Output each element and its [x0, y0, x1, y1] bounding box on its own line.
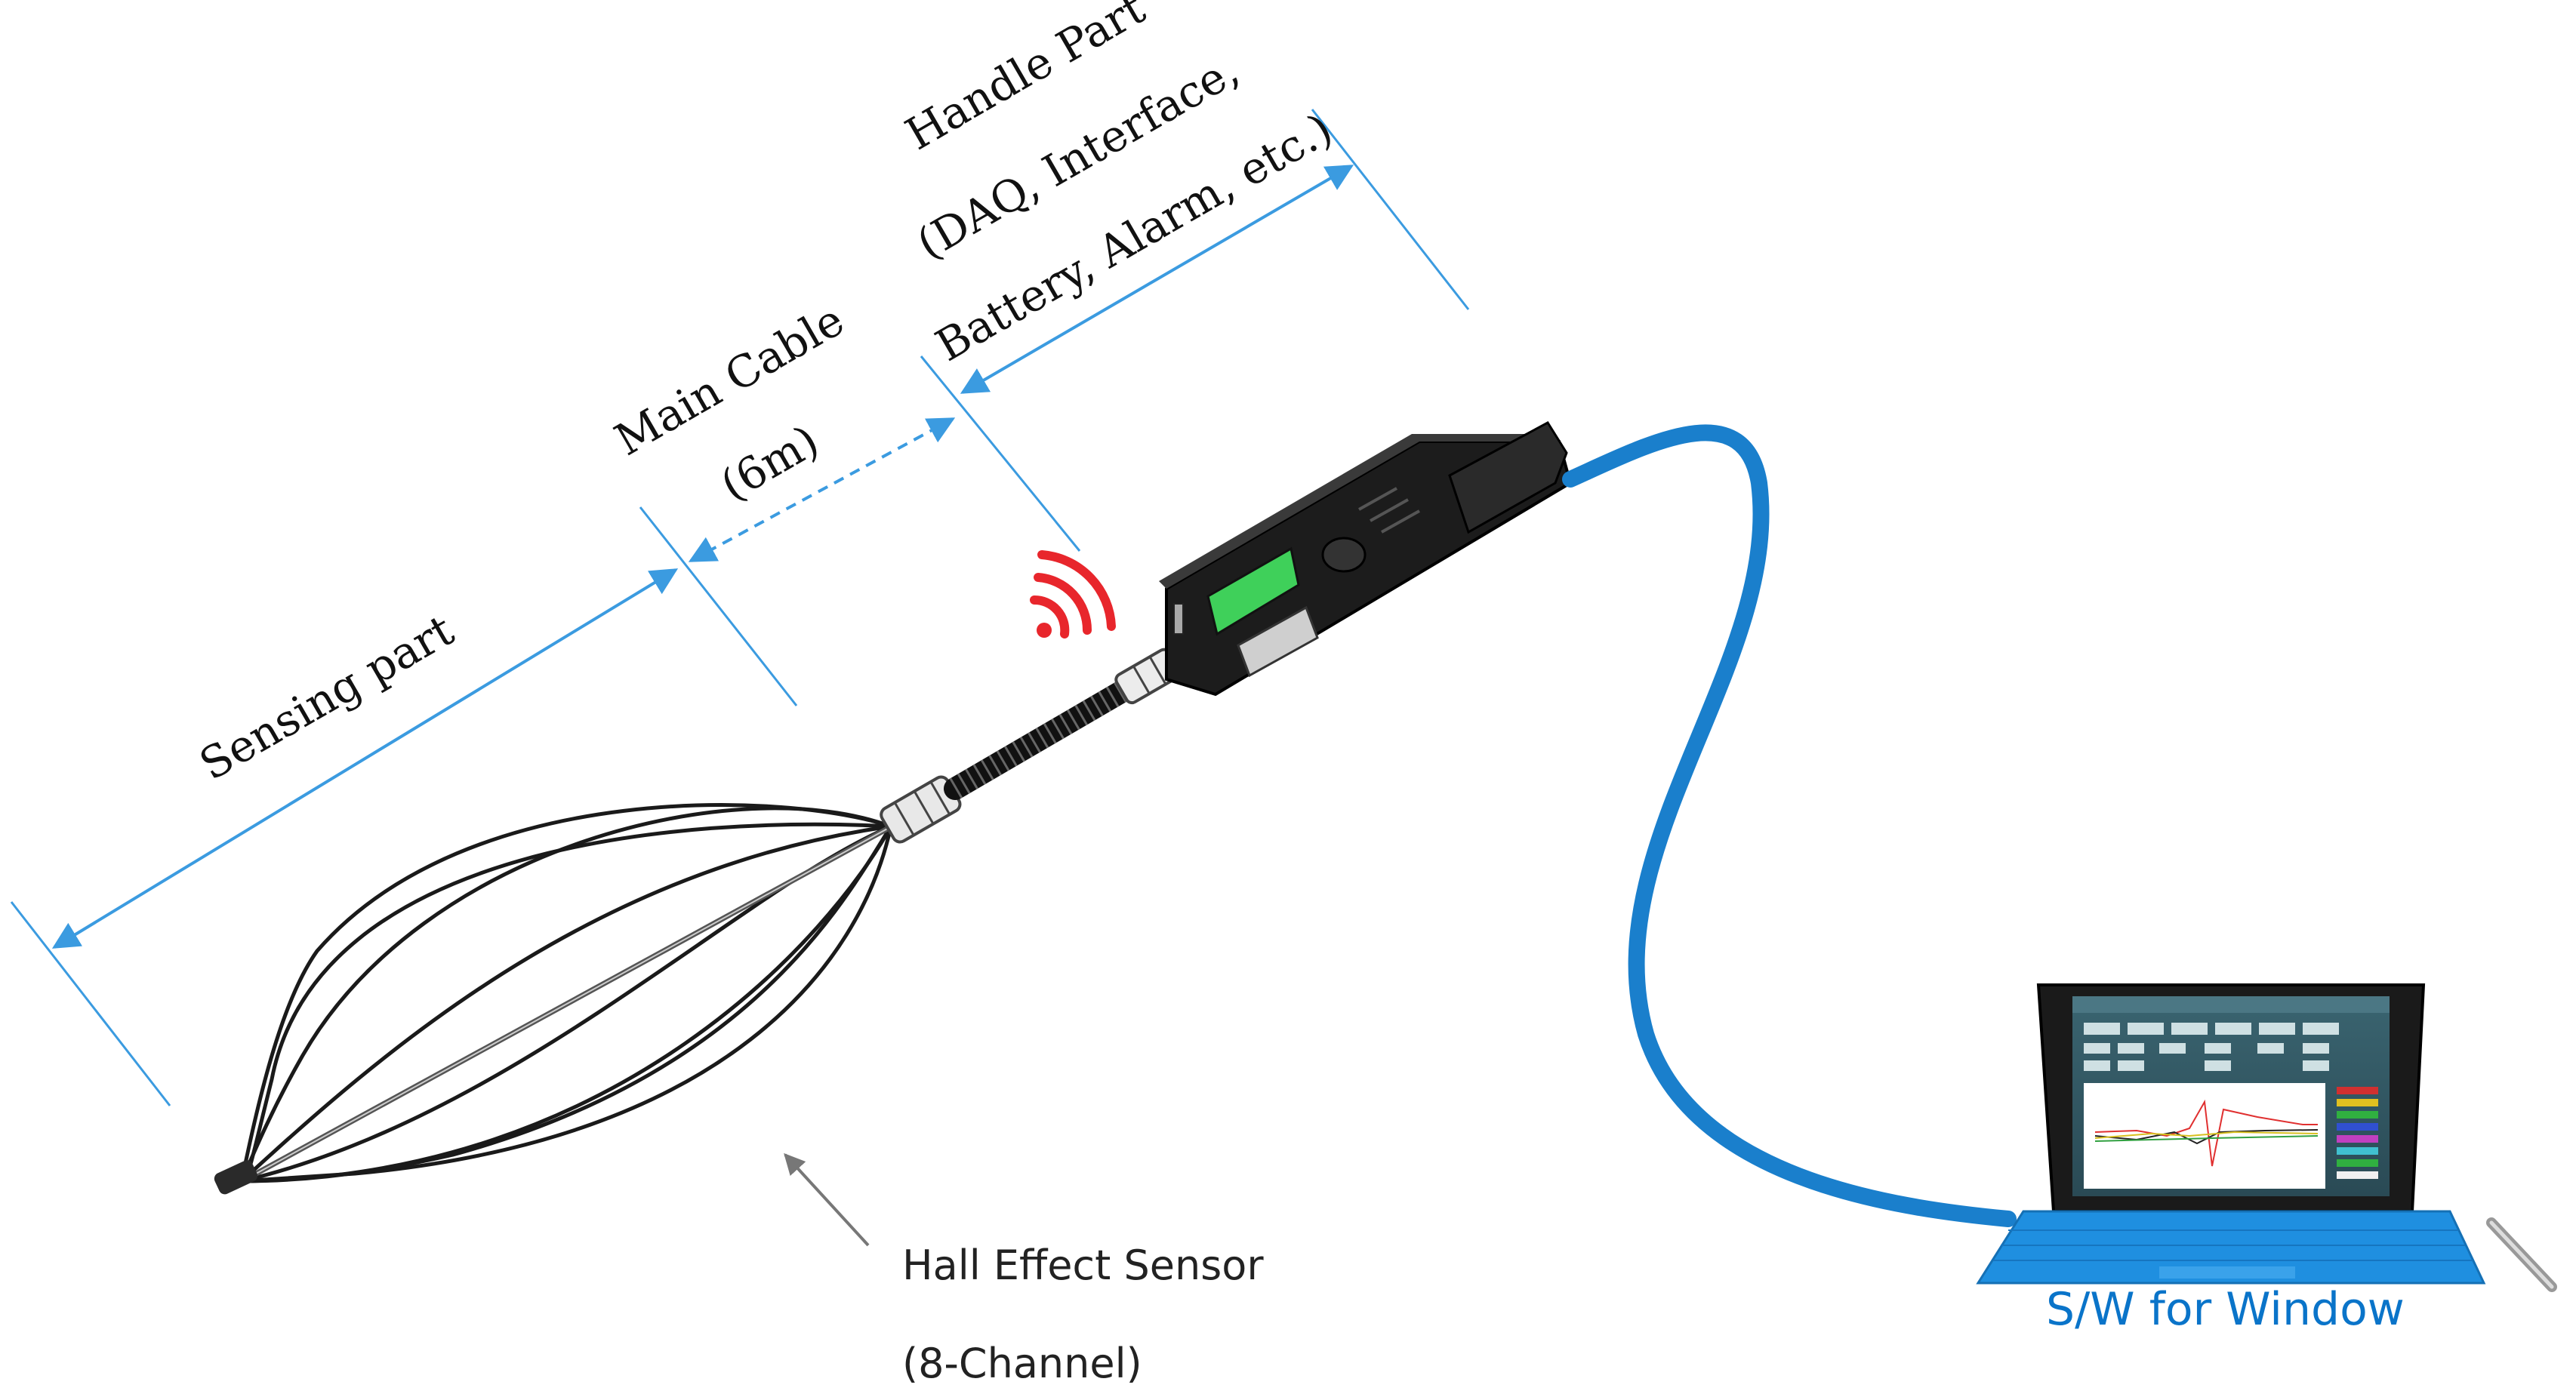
basket-wire [241, 825, 893, 1183]
sensing-dimension-arrow [51, 568, 679, 949]
sensing-label-text: Sensing part [191, 605, 462, 791]
cable-right-extension [920, 355, 1081, 552]
sensing-basket [239, 803, 900, 1183]
hall-sensor-pointer [784, 1152, 870, 1247]
usb-cable [1562, 424, 2017, 1227]
laptop-keyboard [1976, 1210, 2486, 1285]
hall-label-line1: Hall Effect Sensor [902, 1242, 1264, 1289]
handle-label-line2: (DAQ, Interface, [908, 45, 1247, 270]
ribbed-flex-cable [944, 672, 1148, 800]
handle-dimension-arrow [960, 165, 1354, 394]
basket-wire [240, 824, 892, 1183]
dimension-lines [10, 109, 1470, 1106]
sensing-right-extension [639, 506, 798, 706]
hall-label-line2: (8-Channel) [902, 1340, 1142, 1387]
handle-right-extension [1311, 109, 1470, 310]
cable-dimension-arrow [688, 417, 956, 562]
sensing-label: Sensing part [191, 605, 462, 791]
wifi-signal-icon [1030, 550, 1116, 639]
lcd-display [1206, 546, 1300, 636]
handle-label-2: (DAQ, Interface, [908, 45, 1247, 270]
center-shaft-highlight [248, 822, 899, 1178]
laptop-icon [1976, 983, 2486, 1285]
basket-tip [214, 1160, 258, 1195]
sensing-left-extension [10, 901, 171, 1106]
software-label: S/W for Window [2046, 1283, 2405, 1336]
power-button [1321, 537, 1367, 573]
handle-device [1159, 421, 1573, 697]
stylus-icon [2486, 1217, 2557, 1292]
basket-wire [239, 806, 892, 1182]
basket-wire [239, 803, 892, 1182]
